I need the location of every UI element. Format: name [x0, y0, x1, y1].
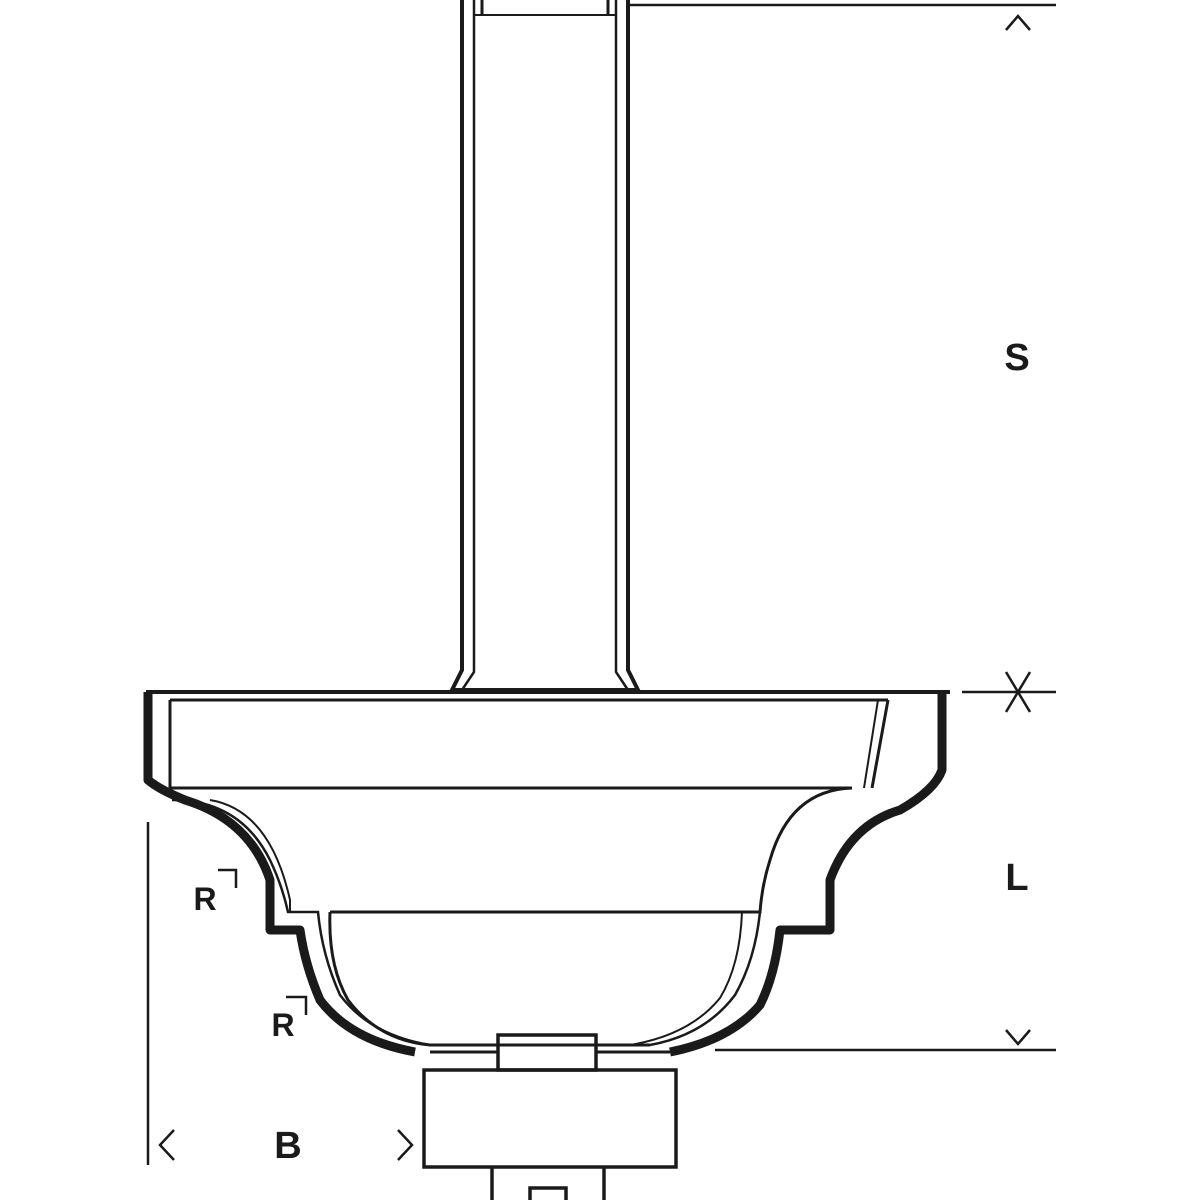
shank: [448, 0, 642, 692]
label-cutting-width: B: [274, 1125, 301, 1167]
label-radius-upper: R: [193, 881, 216, 917]
label-shank-length: S: [1004, 337, 1029, 379]
dimension-lines: [146, 3, 1056, 1165]
label-radius-lower: R: [271, 1007, 294, 1043]
cutter-body: [143, 690, 950, 1057]
bearing: [422, 1033, 678, 1200]
labels: S L B R R: [193, 337, 1029, 1167]
label-cutting-length: L: [1005, 857, 1028, 899]
